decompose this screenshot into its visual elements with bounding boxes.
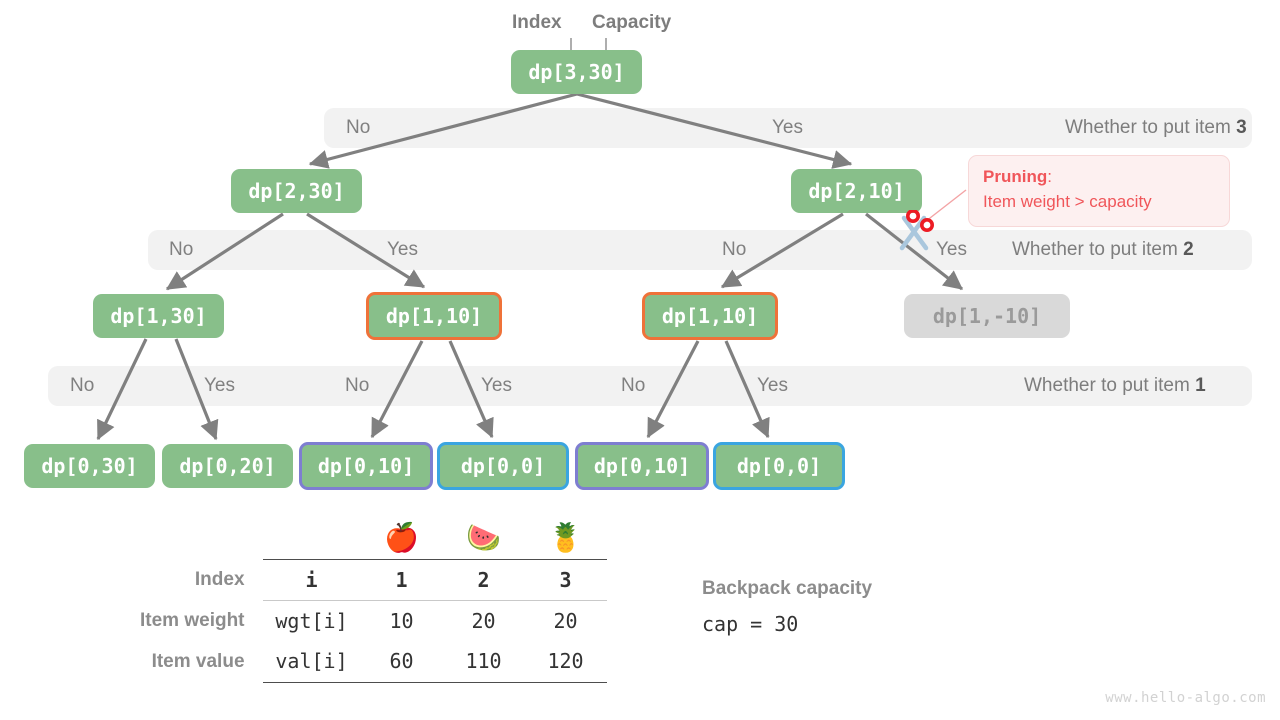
- choice-label-no: No: [621, 375, 646, 396]
- tree-edge: [576, 92, 853, 169]
- choice-label-no: No: [345, 375, 370, 396]
- node-dp-1-10-b: dp[1,10]: [642, 292, 778, 340]
- weight-value-2: 20: [442, 599, 525, 641]
- tree-edge: [370, 340, 424, 439]
- tree-edge: [165, 212, 284, 291]
- band-item-2-question: Whether to put item 2: [1012, 230, 1194, 270]
- index-value-1: 1: [360, 558, 443, 600]
- value-value-1: 60: [360, 641, 443, 683]
- band-item-1-question: Whether to put item 1: [1024, 366, 1206, 406]
- apple-icon: 🍎: [384, 522, 419, 554]
- index-value-3: 3: [524, 558, 607, 600]
- question-item-number: 3: [1236, 117, 1247, 138]
- choice-label-no: No: [169, 239, 194, 260]
- band-item-3: [324, 108, 1252, 148]
- choice-label-yes: Yes: [772, 117, 803, 138]
- watermelon-icon: 🍉: [466, 522, 501, 554]
- tree-edge: [865, 212, 964, 291]
- tree-edge: [448, 340, 494, 439]
- node-dp-0-10-b: dp[0,10]: [575, 442, 709, 490]
- node-dp-1-10-a: dp[1,10]: [366, 292, 502, 340]
- site-watermark: www.hello-algo.com: [1105, 690, 1266, 706]
- tree-edge: [308, 92, 578, 169]
- band-item-1: [48, 366, 1252, 406]
- choice-label-no: No: [346, 117, 371, 138]
- node-dp-0-10-a: dp[0,10]: [299, 442, 433, 490]
- choice-label-yes: Yes: [387, 239, 418, 260]
- choice-label-yes: Yes: [757, 375, 788, 396]
- band-item-2: [148, 230, 1252, 270]
- scissors-icon: [899, 210, 934, 251]
- capacity-value: cap = 30: [702, 612, 799, 636]
- row-key-value: val[i]: [262, 641, 361, 683]
- question-text: Whether to put item: [1012, 239, 1184, 260]
- table-row-weight: Item weight wgt[i] 10 20 20: [140, 599, 607, 641]
- node-dp-1-30: dp[1,30]: [93, 294, 224, 338]
- question-text: Whether to put item: [1065, 117, 1237, 138]
- caption-index: Index: [512, 12, 562, 33]
- question-item-number: 1: [1195, 375, 1206, 396]
- caption-capacity: Capacity: [592, 12, 672, 33]
- node-dp-0-20: dp[0,20]: [162, 444, 293, 488]
- weight-value-1: 10: [360, 599, 443, 641]
- node-dp-3-30: dp[3,30]: [511, 50, 642, 94]
- value-value-2: 110: [442, 641, 525, 683]
- choice-label-no: No: [722, 239, 747, 260]
- node-dp-0-0-a: dp[0,0]: [437, 442, 569, 490]
- index-value-2: 2: [442, 558, 525, 600]
- pruning-title-line: Pruning:: [983, 165, 1215, 189]
- row-key-weight: wgt[i]: [262, 599, 361, 641]
- tree-edge: [96, 338, 148, 441]
- node-dp-2-30: dp[2,30]: [231, 169, 362, 213]
- choice-label-yes: Yes: [204, 375, 235, 396]
- node-dp-2-10: dp[2,10]: [791, 169, 922, 213]
- choice-label-yes: Yes: [936, 239, 967, 260]
- node-dp-0-0-b: dp[0,0]: [713, 442, 845, 490]
- weight-value-3: 20: [524, 599, 607, 641]
- table-fruit-row: 🍎 🍉 🍍: [140, 518, 607, 559]
- items-table: 🍎 🍉 🍍 Index i 1 2 3 Item weight wgt[i] 1…: [140, 518, 607, 683]
- tree-edge: [306, 212, 426, 289]
- row-label-value: Item value: [151, 650, 245, 672]
- tree-edge: [720, 212, 844, 289]
- row-label-weight: Item weight: [140, 609, 245, 631]
- question-item-number: 2: [1183, 239, 1194, 260]
- capacity-title: Backpack capacity: [702, 578, 873, 599]
- pruning-callout: Pruning: Item weight > capacity: [968, 155, 1230, 227]
- backpack-capacity-note: Backpack capacity cap = 30: [702, 578, 872, 636]
- choice-label-yes: Yes: [481, 375, 512, 396]
- tree-edge: [646, 340, 700, 439]
- choice-label-no: No: [70, 375, 95, 396]
- band-item-3-question: Whether to put item 3: [1065, 108, 1247, 148]
- node-dp-0-30: dp[0,30]: [24, 444, 155, 488]
- node-dp-1-neg10: dp[1,-10]: [904, 294, 1070, 338]
- question-text: Whether to put item: [1024, 375, 1196, 396]
- pineapple-icon: 🍍: [548, 522, 583, 554]
- row-key-index: i: [262, 558, 361, 600]
- pruning-title: Pruning: [983, 167, 1048, 186]
- table-row-index: Index i 1 2 3: [140, 558, 607, 600]
- row-label-index: Index: [194, 568, 245, 590]
- tree-edge: [724, 340, 770, 439]
- pruning-colon: :: [1047, 167, 1052, 186]
- value-value-3: 120: [524, 641, 607, 683]
- tree-edge: [174, 338, 219, 441]
- items-table-wrap: 🍎 🍉 🍍 Index i 1 2 3 Item weight wgt[i] 1…: [140, 518, 607, 683]
- table-row-value: Item value val[i] 60 110 120: [140, 641, 607, 683]
- pruning-detail: Item weight > capacity: [983, 192, 1152, 211]
